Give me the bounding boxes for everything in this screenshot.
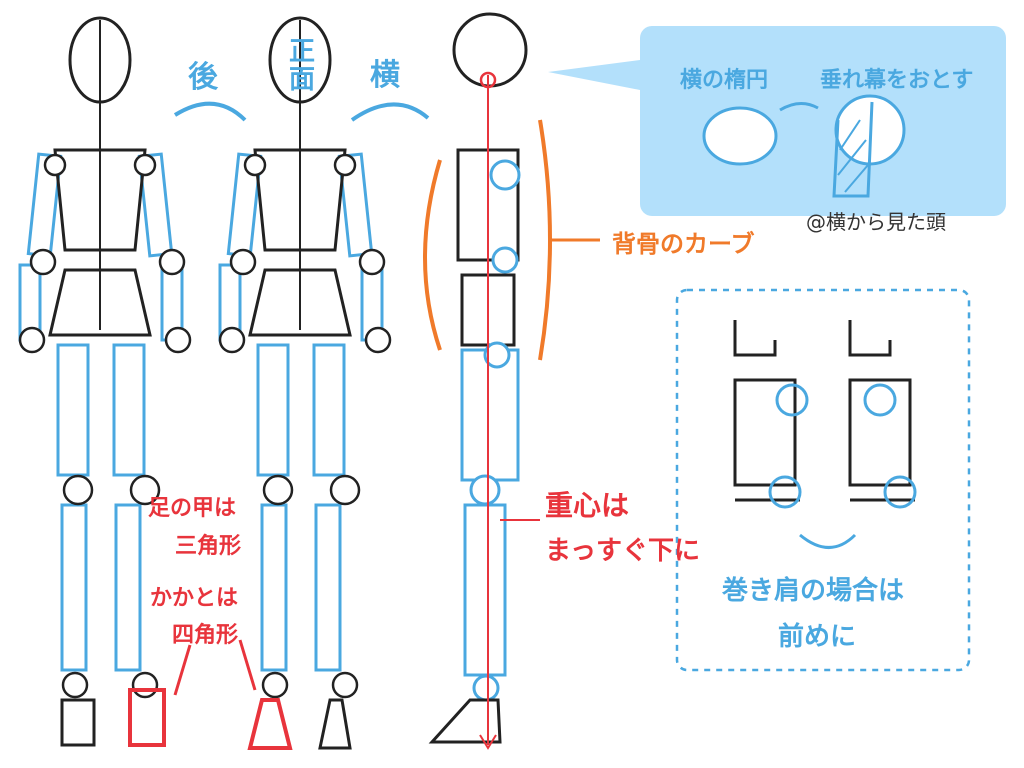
hatching xyxy=(837,119,869,193)
back-figure-joint xyxy=(133,153,157,177)
front-figure-joint xyxy=(358,248,386,276)
back-foot-left xyxy=(60,698,96,747)
back-figure-joint xyxy=(18,326,46,354)
label-rounded-shoulder-2: 前めに xyxy=(778,622,857,652)
back-figure-torso xyxy=(53,148,147,252)
normal-shoulder-joint xyxy=(775,383,809,417)
callout-pointer xyxy=(548,60,640,90)
normal-neck-detail xyxy=(733,320,777,357)
back-figure-joint xyxy=(62,474,94,506)
front-figure-pelvis xyxy=(248,268,352,337)
front-figure-thigh-right xyxy=(312,343,346,477)
front-figure-shin-right xyxy=(314,503,342,672)
label-instep-2: 三角形 xyxy=(175,534,242,559)
back-figure-joint xyxy=(29,248,57,276)
front-foot-right xyxy=(318,698,352,750)
label-front: 正面 xyxy=(289,37,316,95)
callout-box xyxy=(640,26,1006,216)
front-figure-joint xyxy=(229,248,257,276)
side-joint xyxy=(483,341,511,369)
front-figure-joint xyxy=(218,326,246,354)
ellipse-icon xyxy=(702,106,778,166)
back-figure-joint xyxy=(131,671,159,699)
side-shin xyxy=(463,503,507,677)
label-instep-1: 足の甲は xyxy=(148,496,237,521)
rounded-neck-detail xyxy=(848,320,892,357)
back-figure-joint xyxy=(164,326,192,354)
red-pointer-arrows xyxy=(173,639,257,696)
back-figure-pelvis xyxy=(48,268,152,337)
label-gravity-1: 重心は xyxy=(545,489,630,522)
back-figure-shin-right xyxy=(114,503,142,672)
back-figure-joint xyxy=(43,153,67,177)
front-figure-joint xyxy=(261,671,289,699)
back-figure-joint xyxy=(129,474,161,506)
rounded-elbow-joint xyxy=(883,475,917,509)
front-figure-shin-left xyxy=(260,503,288,672)
rotate-left-arrow xyxy=(173,101,247,122)
rounded-torso-detail xyxy=(848,378,912,487)
back-figure-thigh-right xyxy=(112,343,146,477)
side-head xyxy=(452,12,528,88)
side-thigh xyxy=(460,348,520,482)
label-drop-drape: 垂れ幕をおとす xyxy=(820,68,974,93)
front-figure-thigh-left xyxy=(256,343,290,477)
drape-shape xyxy=(832,101,874,198)
arrow-icon xyxy=(779,102,819,112)
rounded-shoulder-joint xyxy=(863,383,897,417)
instep-triangle xyxy=(247,698,293,750)
normal-torso-detail xyxy=(733,378,797,487)
back-figure-thigh-left xyxy=(56,343,90,477)
rotate-right-arrow xyxy=(350,102,430,122)
back-figure-joint xyxy=(61,671,89,699)
label-heel-1: かかとは xyxy=(150,586,239,611)
normal-elbow-joint xyxy=(768,475,802,509)
label-back: 後 xyxy=(188,60,218,95)
label-side-ellipse: 横の楕円 xyxy=(680,68,769,93)
gravity-arrowhead xyxy=(479,734,497,750)
side-joint xyxy=(491,246,519,274)
back-figure-shin-left xyxy=(60,503,88,672)
front-figure-joint xyxy=(329,474,361,506)
front-figure-joint xyxy=(243,153,267,177)
label-head-from-side: @横から見た頭 xyxy=(806,210,946,234)
label-side: 横 xyxy=(370,58,400,93)
heel-box xyxy=(128,688,166,747)
front-figure-joint xyxy=(364,326,392,354)
front-figure-torso xyxy=(253,148,347,252)
label-gravity-2: まっすぐ下に xyxy=(545,536,700,566)
back-figure-joint xyxy=(158,248,186,276)
label-heel-2: 四角形 xyxy=(172,623,239,648)
label-rounded-shoulder-1: 巻き肩の場合は xyxy=(722,576,905,606)
spine-curve-back xyxy=(423,159,442,351)
gravity-origin xyxy=(479,71,497,89)
front-figure-joint xyxy=(333,153,357,177)
side-joint xyxy=(489,159,521,191)
label-spine-curve: 背骨のカーブ xyxy=(612,230,755,258)
front-figure-joint xyxy=(331,671,359,699)
side-joint xyxy=(469,474,501,506)
dashed-box xyxy=(675,288,971,672)
forward-arrow xyxy=(799,533,857,549)
front-figure-joint xyxy=(262,474,294,506)
side-joint xyxy=(472,674,500,702)
side-foot xyxy=(428,698,502,744)
